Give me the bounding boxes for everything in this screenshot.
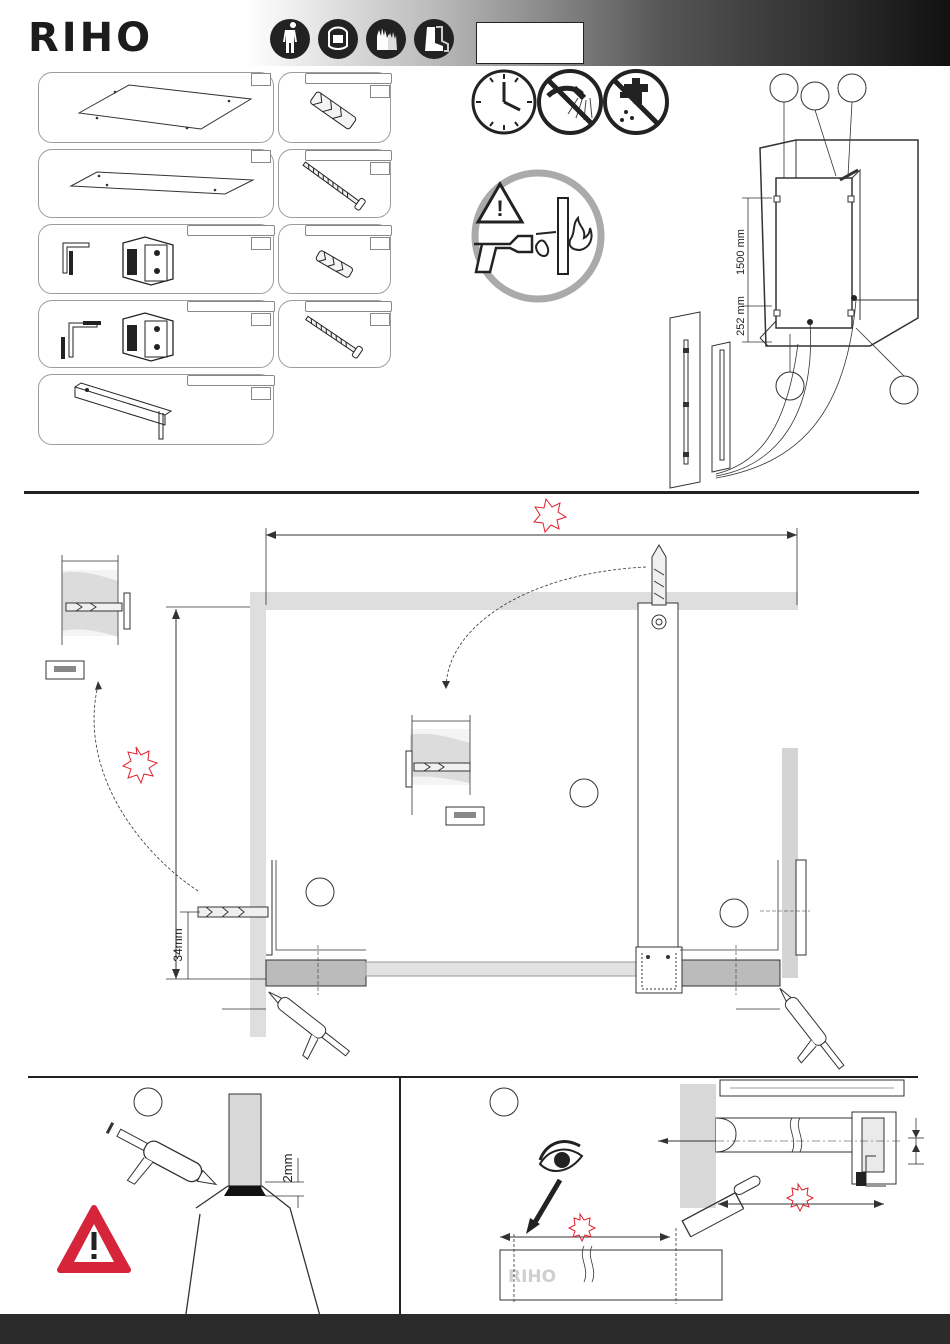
watermark-logo: RIHO <box>508 1267 556 1287</box>
silicone-detail-diagram: 2mm <box>0 1078 400 1314</box>
footer-bar <box>0 1314 950 1344</box>
offset-34mm-label: 34mm <box>171 928 185 961</box>
stabilizer-cut-diagram: RIHO <box>400 1078 950 1314</box>
height-252-label: 252 mm <box>735 296 747 336</box>
eye-icon <box>540 1142 582 1171</box>
section-divider <box>24 491 919 494</box>
silicone-gun <box>92 1119 220 1218</box>
height-1500-label: 1500 mm <box>735 229 747 275</box>
plan-view-diagram: 34mm <box>0 495 950 1075</box>
gap-2mm-label: 2mm <box>280 1154 295 1183</box>
silicone-gun-right <box>757 984 847 1075</box>
installation-overview-diagram: 1500 mm 252 mm <box>0 0 950 490</box>
warning-triangle-icon <box>60 1208 128 1270</box>
